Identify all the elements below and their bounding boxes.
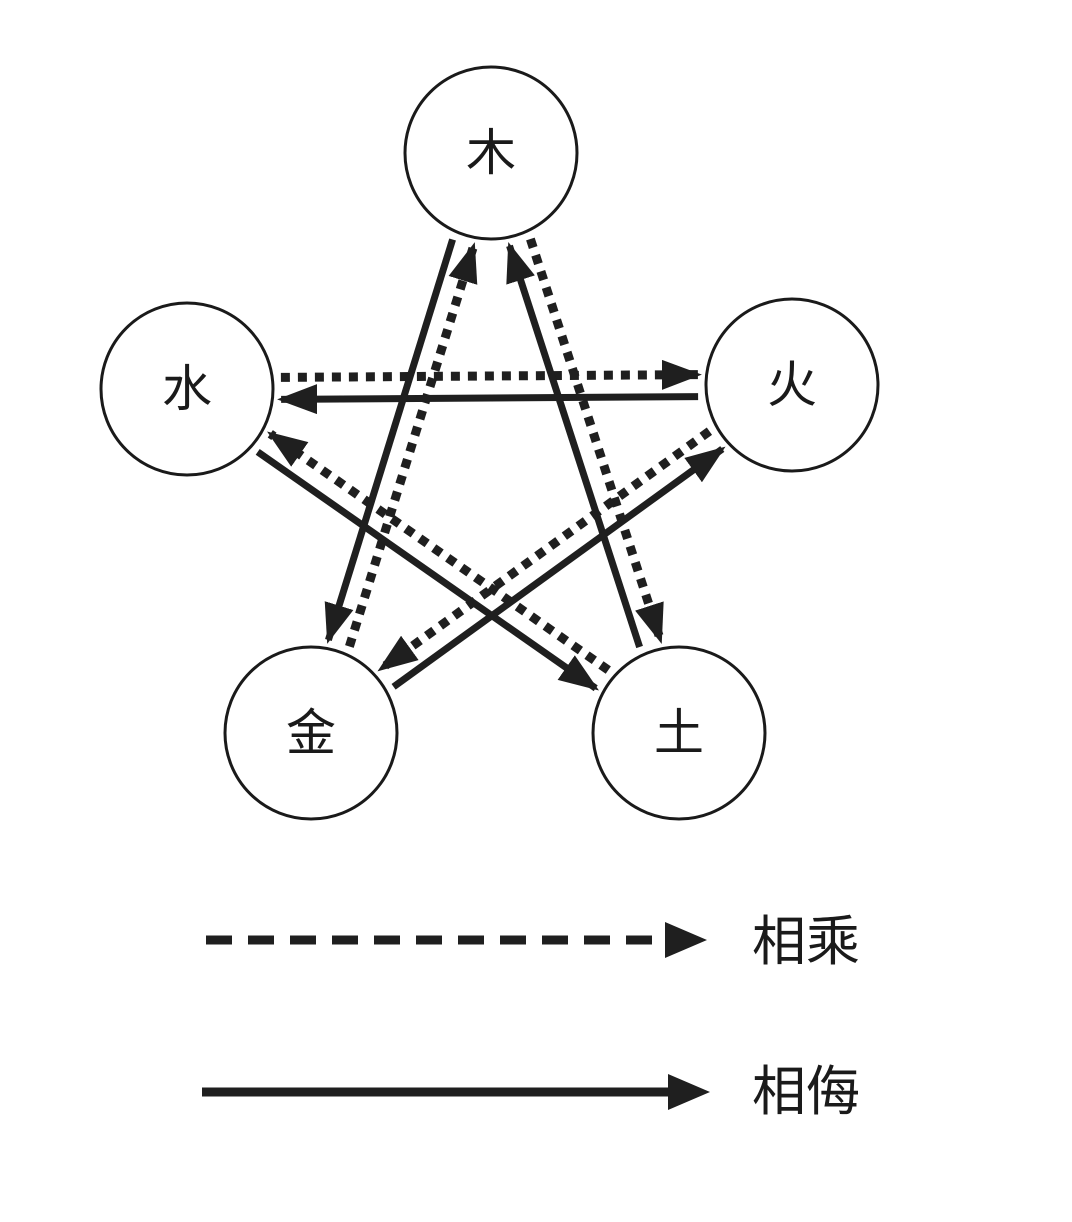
node-water: 水 xyxy=(99,301,275,477)
legend-item-dashed: 相乘 xyxy=(206,910,860,973)
node-metal: 金 xyxy=(223,645,399,821)
legend-dashed-label: 相乘 xyxy=(752,910,860,973)
node-water-circle xyxy=(99,301,275,477)
node-fire: 火 xyxy=(704,297,880,473)
legend-solid-label: 相侮 xyxy=(752,1060,860,1123)
legend-item-solid: 相侮 xyxy=(202,1060,860,1123)
legend-solid-arrowhead xyxy=(668,1074,710,1110)
node-earth-label: 土 xyxy=(654,704,704,762)
node-wood-label: 木 xyxy=(466,124,516,182)
legend-dashed-arrowhead xyxy=(665,922,707,958)
edge-wood-to-earth-dotted xyxy=(526,237,665,645)
node-earth: 土 xyxy=(591,645,767,821)
edge-water-to-earth-solid xyxy=(255,449,599,692)
node-metal-circle xyxy=(223,645,399,821)
edge-earth-to-wood-solid xyxy=(506,241,643,649)
edge-fire-to-water-solid xyxy=(277,384,699,415)
edge-metal-to-fire-solid xyxy=(391,446,726,690)
node-earth-circle xyxy=(591,645,767,821)
edges xyxy=(255,237,726,692)
node-metal-label: 金 xyxy=(286,704,336,762)
node-fire-circle xyxy=(704,297,880,473)
edge-earth-to-water-dotted xyxy=(267,430,611,674)
legend: 相乘 相侮 xyxy=(202,910,860,1123)
node-wood: 木 xyxy=(403,65,579,241)
node-water-label: 水 xyxy=(162,360,212,418)
edge-wood-to-metal-solid xyxy=(324,238,456,644)
node-wood-circle xyxy=(403,65,579,241)
edge-water-to-fire-dotted xyxy=(280,359,702,390)
node-fire-label: 火 xyxy=(767,356,817,414)
edge-metal-to-wood-dotted xyxy=(345,242,478,648)
